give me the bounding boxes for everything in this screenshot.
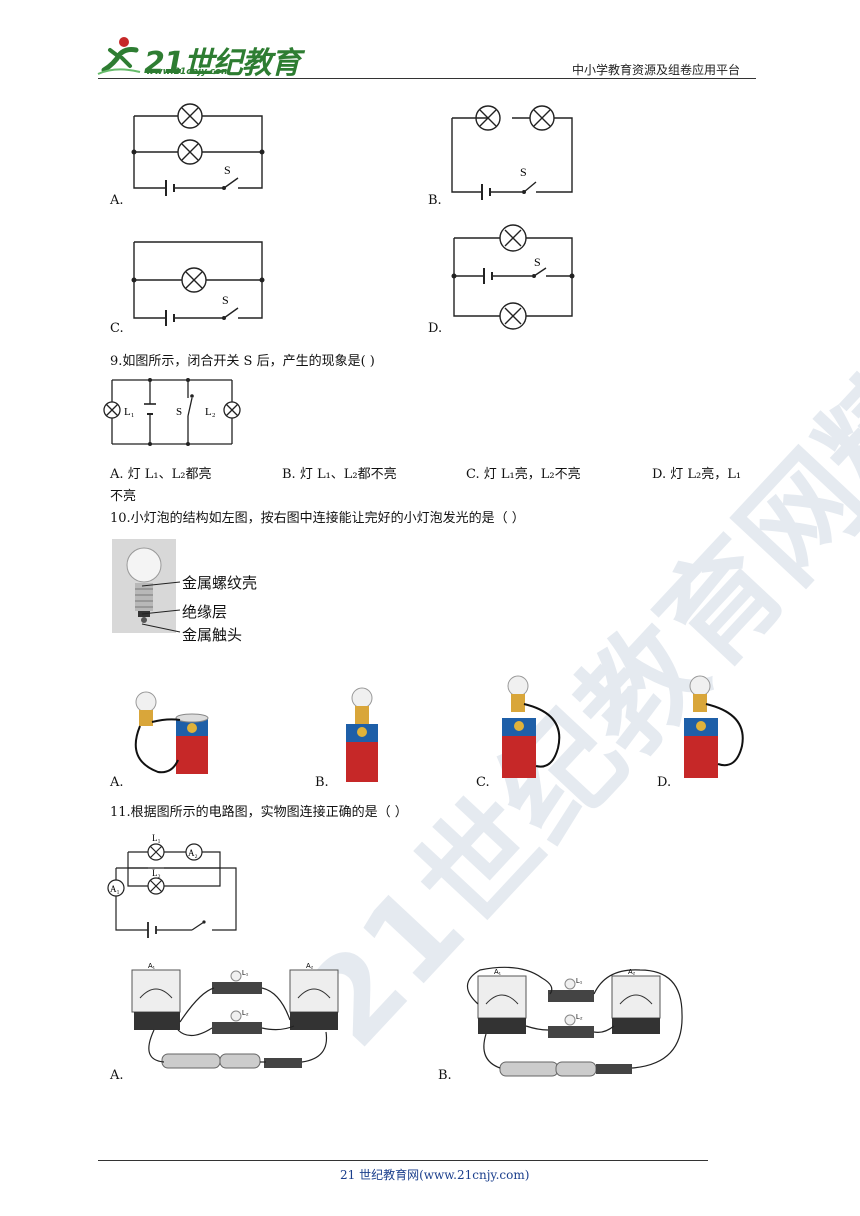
q11-stem: 11.根据图所示的电路图，实物图连接正确的是（ ） — [110, 805, 408, 820]
q10-option-c-image — [502, 675, 561, 778]
bulb-part-screw-shell: 金属螺纹壳 — [182, 574, 258, 592]
platform-name: 中小学教育资源及组卷应用平台 — [572, 63, 741, 77]
watermark: 21世纪教育网精选资料 — [277, 81, 860, 1073]
q11-option-b[interactable]: B. — [438, 1068, 452, 1083]
svg-text:S: S — [520, 165, 527, 179]
svg-text:S: S — [222, 293, 229, 307]
q10-stem: 10.小灯泡的结构如左图，按右图中连接能让完好的小灯泡发光的是（ ） — [110, 511, 525, 526]
q10-option-a[interactable]: A. — [110, 775, 124, 790]
q11a-label-a1: A₁ — [148, 963, 156, 970]
q11-label-l1: L₁ — [152, 833, 161, 843]
q11a-label-l2: L₂ — [242, 1010, 249, 1017]
q9-circuit: L₁ S L₂ — [103, 378, 241, 446]
q11-label-a2: A₂ — [188, 848, 198, 858]
q9-stem: 9.如图所示，闭合开关 S 后，产生的现象是( ) — [110, 354, 375, 369]
q11b-label-l1: L₁ — [576, 978, 583, 985]
q10-option-d[interactable]: D. — [657, 775, 672, 790]
footer-text: 21 世纪教育网(www.21cnjy.com) — [340, 1168, 530, 1182]
q11b-label-l2: L₂ — [576, 1014, 583, 1021]
logo-text: 21世纪教育 — [144, 46, 301, 81]
q11a-label-l1: L₁ — [242, 970, 249, 977]
q8-option-d[interactable]: D. — [428, 321, 443, 336]
q10-option-c[interactable]: C. — [476, 775, 490, 790]
q9-label-s: S — [176, 406, 182, 418]
q9-option-c[interactable]: C. 灯 L₁亮，L₂不亮 — [466, 467, 581, 482]
bulb-part-insulation: 绝缘层 — [182, 603, 228, 621]
q8-option-a[interactable]: A. — [110, 193, 124, 208]
q10-option-d-image — [684, 675, 744, 778]
q9-option-a[interactable]: A. 灯 L₁、L₂都亮 — [110, 467, 212, 482]
q11-option-a[interactable]: A. — [110, 1068, 124, 1083]
q8-circuit-d: S — [451, 224, 575, 330]
q9-option-d-wrap: 不亮 — [110, 489, 137, 504]
q11-label-a1: A₁ — [110, 884, 120, 894]
q11b-label-a2: A₂ — [628, 969, 636, 976]
svg-text:S: S — [224, 163, 231, 177]
header: 21世纪教育 www.21cnjy.com 中小学教育资源及组卷应用平台 — [0, 0, 860, 81]
q9-label-l2: L₂ — [205, 406, 216, 418]
bulb-part-contact: 金属触头 — [182, 626, 243, 644]
q9-option-b[interactable]: B. 灯 L₁、L₂都不亮 — [282, 467, 397, 482]
q8-circuit-a: S — [131, 103, 265, 196]
q10-option-a-image — [134, 691, 209, 774]
q11a-label-a2: A₂ — [306, 963, 314, 970]
q8-circuit-b: S — [451, 105, 573, 200]
logo-url: www.21cnjy.com — [146, 67, 231, 77]
q10-option-b[interactable]: B. — [315, 775, 329, 790]
bulb-pointer-lines — [141, 581, 181, 633]
q8-circuit-c: S — [131, 241, 265, 326]
q11-label-l2: L₂ — [152, 868, 161, 878]
q9-option-d[interactable]: D. 灯 L₂亮，L₁ — [652, 467, 742, 482]
q10-option-b-image — [346, 687, 378, 782]
q11-option-a-image: A₁ L₁ A₂ L₂ — [131, 963, 339, 1069]
q11-circuit: L₁ A₂ L₂ A₁ — [107, 833, 237, 938]
logo-runner-icon — [97, 37, 141, 75]
q9-label-l1: L₁ — [124, 406, 135, 418]
q11-option-b-image: A₁ L₁ A₂ L₂ — [466, 966, 683, 1077]
svg-text:S: S — [534, 255, 541, 269]
header-divider — [98, 78, 756, 79]
q8-option-b[interactable]: B. — [428, 193, 442, 208]
q8-option-c[interactable]: C. — [110, 321, 124, 336]
q11b-label-a1: A₁ — [494, 969, 502, 976]
footer-divider — [98, 1160, 708, 1161]
